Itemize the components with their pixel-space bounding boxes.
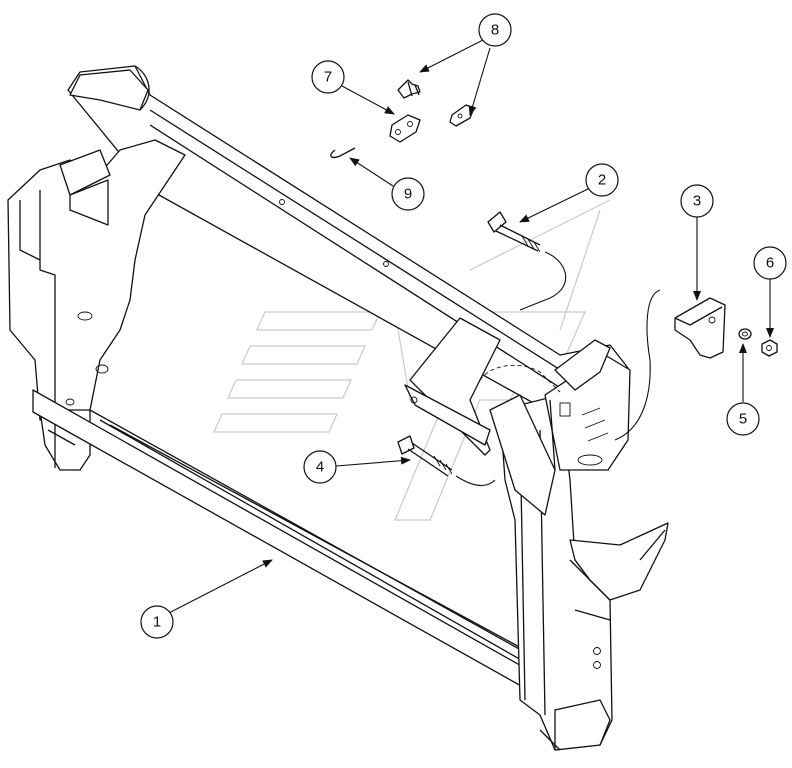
callout-7[interactable]: 7: [311, 60, 345, 94]
callout-1[interactable]: 1: [140, 605, 174, 639]
link-pieces-part-8: [397, 79, 475, 127]
clip-part-3: [614, 289, 726, 441]
main-frame-assembly: [7, 65, 669, 751]
callout-label: 6: [766, 255, 774, 272]
callout-4[interactable]: 4: [303, 450, 337, 484]
callout-9[interactable]: 9: [391, 177, 425, 211]
callout-label: 4: [316, 459, 324, 476]
callout-label: 1: [153, 614, 161, 631]
callout-label: 5: [739, 411, 747, 428]
callout-label: 3: [693, 193, 701, 210]
washer-part-5: [738, 328, 752, 340]
leader-lines: [164, 39, 774, 616]
chain-link-part-7: [389, 114, 421, 143]
spring-clip-part-9: [330, 147, 356, 159]
callout-label: 7: [324, 69, 332, 86]
callout-label: 9: [404, 186, 412, 203]
callout-label: 2: [598, 172, 606, 189]
nut-part-6: [761, 339, 778, 357]
bolt-part-2: [487, 211, 567, 311]
callout-2[interactable]: 2: [585, 163, 619, 197]
callout-8[interactable]: 8: [478, 13, 512, 47]
callout-6[interactable]: 6: [753, 246, 787, 280]
callout-3[interactable]: 3: [680, 184, 714, 218]
callout-label: 8: [491, 22, 499, 39]
callout-5[interactable]: 5: [726, 402, 760, 436]
bolt-part-4: [397, 435, 496, 487]
